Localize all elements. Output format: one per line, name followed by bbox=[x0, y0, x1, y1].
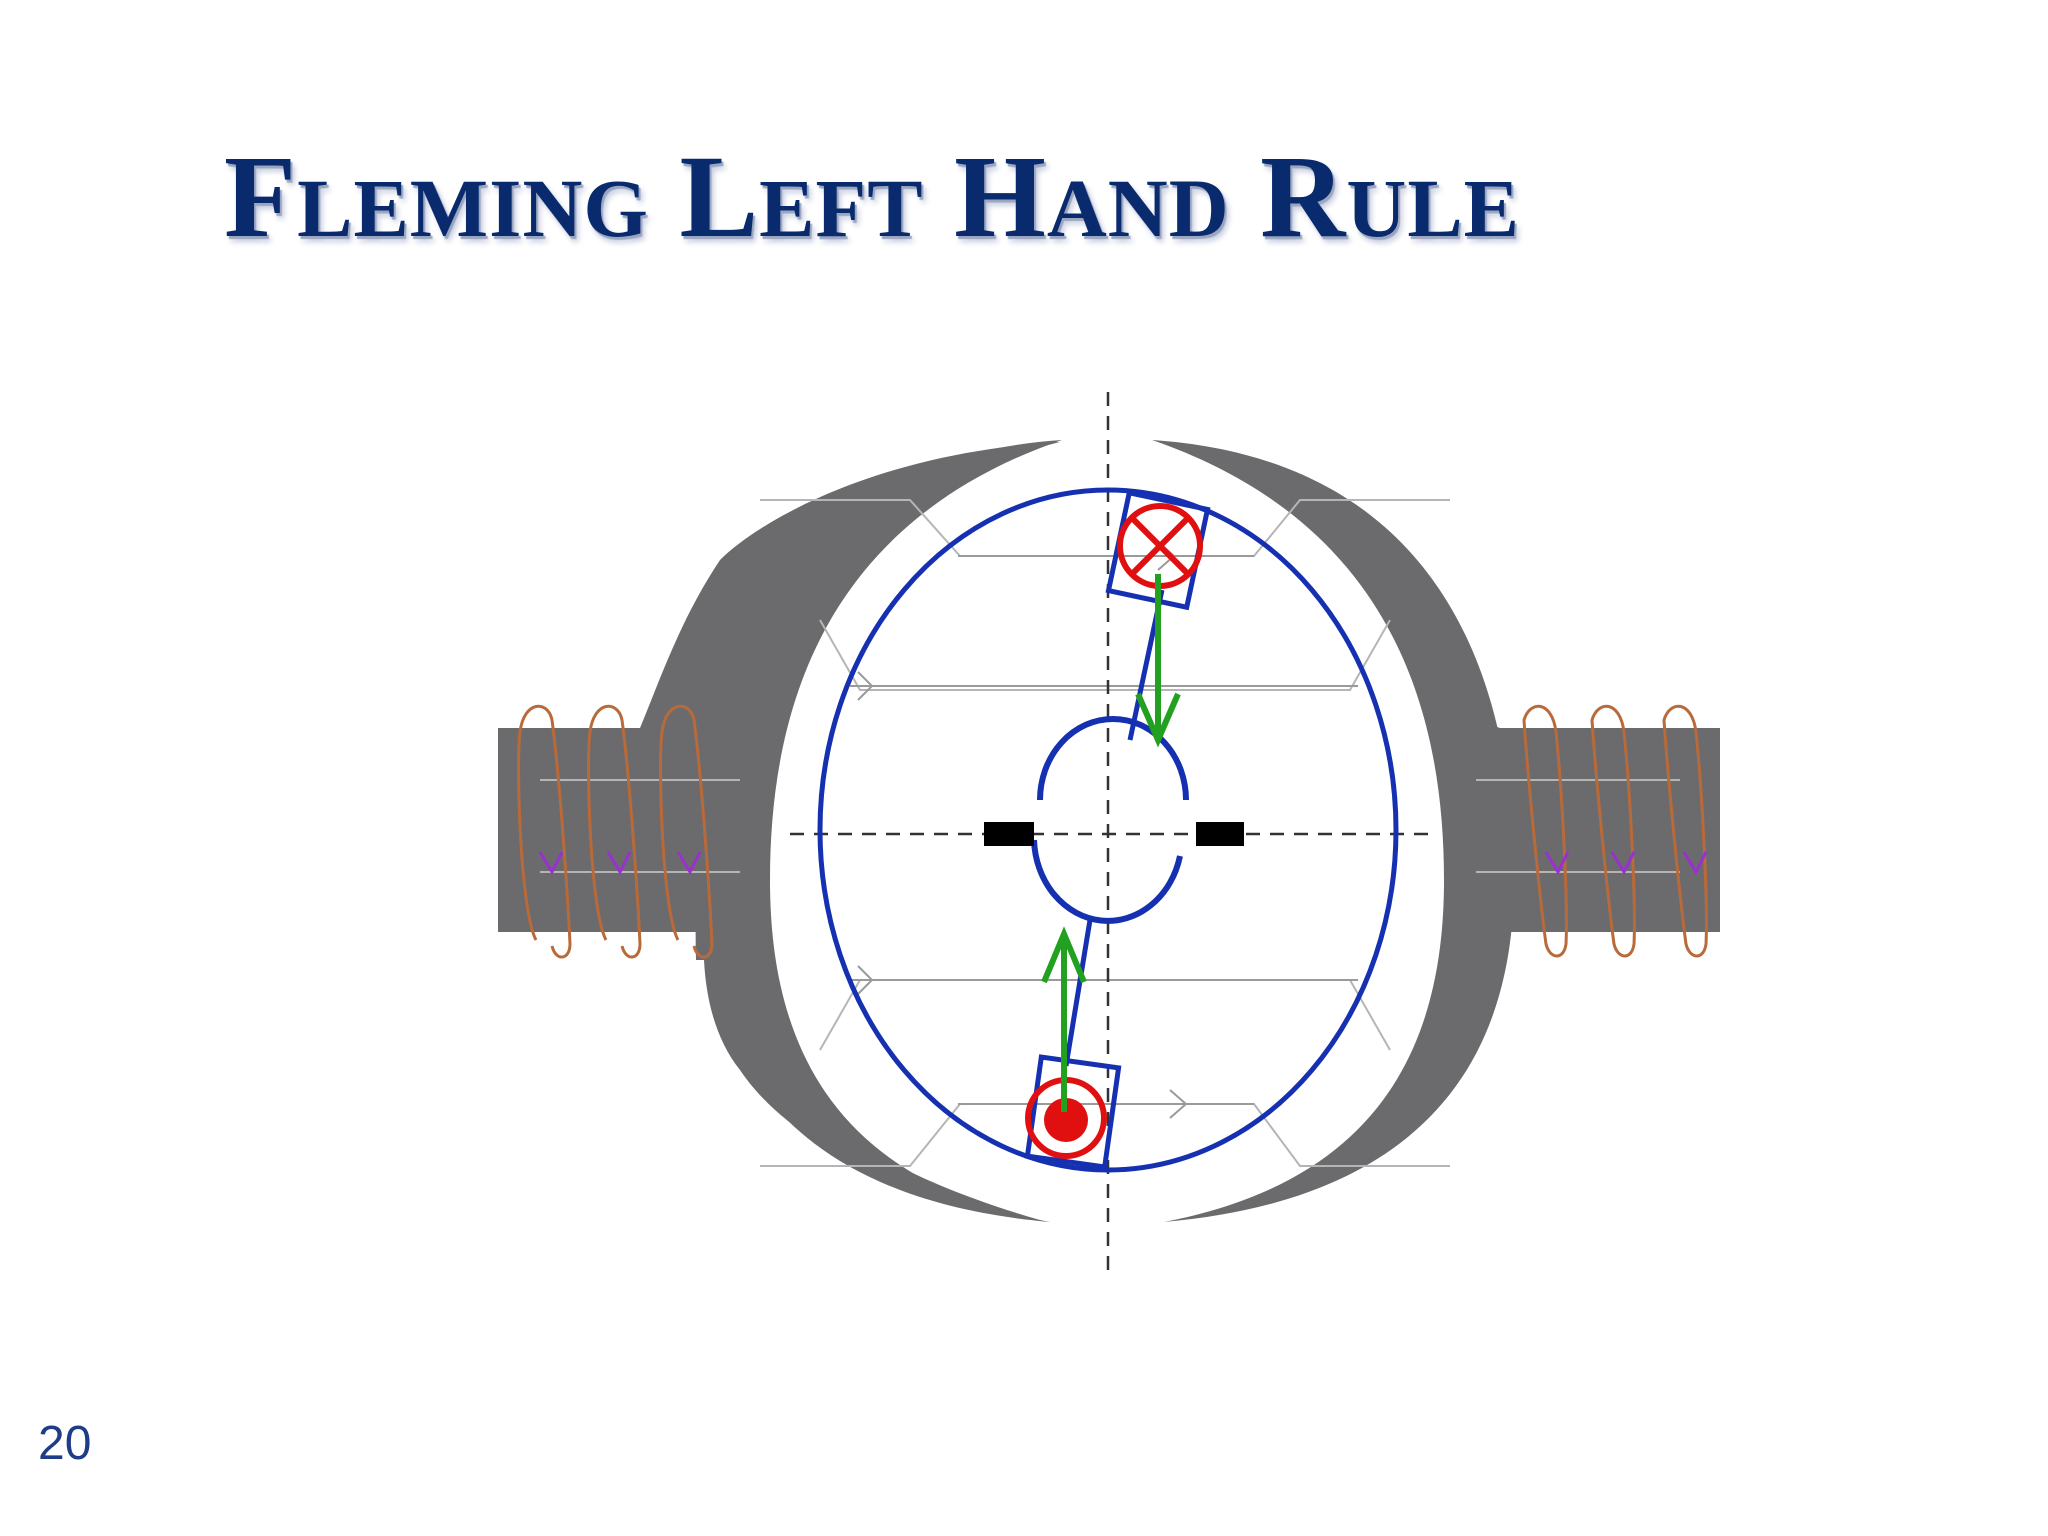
commutator-segment-bottom bbox=[1031, 839, 1183, 924]
conductor-current-into-page bbox=[1105, 489, 1211, 611]
carbon-brush-right bbox=[1196, 822, 1244, 846]
left-winding-2 bbox=[587, 704, 642, 959]
right-winding-3 bbox=[1662, 704, 1708, 958]
dot-in-circle-dot bbox=[1044, 1098, 1088, 1142]
left-winding-arrows bbox=[538, 851, 702, 876]
lower-force-arrow-head bbox=[1041, 926, 1087, 984]
upper-force-arrow-head bbox=[1135, 692, 1181, 748]
conductor-current-out-of-page bbox=[1024, 1054, 1122, 1170]
commutator-segment-top bbox=[1037, 715, 1189, 801]
field-line-arrow-2 bbox=[857, 965, 874, 995]
right-field-coil bbox=[1522, 704, 1708, 958]
force-arrows bbox=[1041, 574, 1181, 1112]
lower-conductor-link bbox=[1063, 919, 1093, 1067]
axis-lines bbox=[790, 392, 1430, 1276]
pole-face-field-lines bbox=[540, 499, 1680, 1167]
lower-conductor-slot bbox=[1024, 1054, 1122, 1170]
right-pole-neck bbox=[1444, 660, 1500, 1000]
right-winding-2 bbox=[1590, 704, 1636, 958]
left-winding-3 bbox=[659, 704, 714, 959]
right-winding-1 bbox=[1522, 704, 1568, 958]
magnetic-field-lines bbox=[850, 541, 1358, 1119]
carbon-brush-left bbox=[984, 822, 1034, 846]
right-winding-arrows bbox=[1544, 851, 1708, 876]
slide-title: Fleming Left Hand Rule bbox=[224, 131, 1521, 262]
armature-coil bbox=[817, 487, 1399, 1173]
left-winding-1 bbox=[517, 704, 572, 959]
left-pole-crescent bbox=[700, 440, 1062, 1222]
right-pole-crescent bbox=[1152, 440, 1514, 1222]
left-yoke-arm bbox=[498, 728, 734, 932]
left-field-pole bbox=[498, 440, 1062, 1222]
field-line-arrow-1 bbox=[857, 671, 874, 701]
left-pole-neck bbox=[714, 660, 770, 1000]
cross-stroke-2 bbox=[1129, 515, 1191, 577]
slide-number: 20 bbox=[38, 1417, 92, 1470]
commutator bbox=[1031, 715, 1189, 924]
left-field-coil bbox=[517, 704, 714, 959]
right-yoke-arm bbox=[1476, 728, 1720, 932]
left-pole-shoe bbox=[695, 442, 1060, 960]
field-line-arrow-3 bbox=[1169, 1089, 1188, 1119]
